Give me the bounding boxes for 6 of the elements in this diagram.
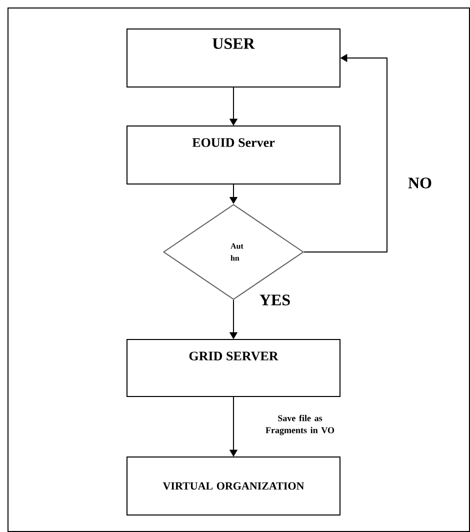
process-box: EOUID Server xyxy=(126,126,340,184)
process-box: GRID SERVER xyxy=(126,339,340,397)
process-box: VIRTUAL ORGANIZATION xyxy=(126,456,340,516)
edge-label: NO xyxy=(408,178,432,188)
edge-label: Save file as Fragments in VO xyxy=(266,414,334,436)
process-box: USER xyxy=(126,28,340,88)
